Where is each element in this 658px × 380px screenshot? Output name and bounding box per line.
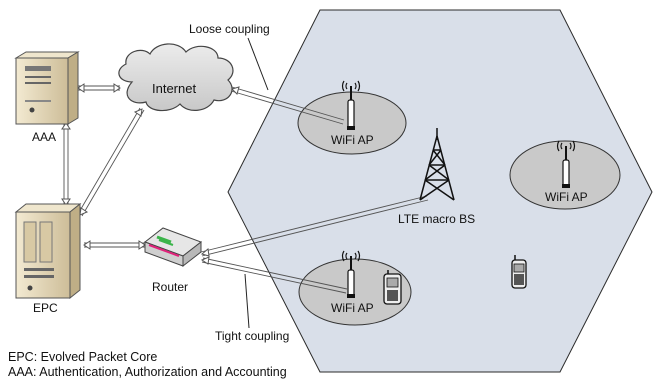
epc-label: EPC	[33, 301, 58, 315]
legend-epc-definition: EPC: Evolved Packet Core	[8, 350, 158, 364]
tight-coupling-label: Tight coupling	[215, 329, 290, 343]
legend-aaa-definition: AAA: Authentication, Authorization and A…	[8, 365, 287, 379]
internet-label: Internet	[152, 81, 197, 96]
wifi-ap-right-label: WiFi AP	[545, 190, 588, 204]
loose-coupling-pointer	[247, 37, 269, 91]
wifi-ap-top-label: WiFi AP	[331, 133, 374, 147]
access-point-icon-right	[556, 140, 576, 188]
connections	[63, 85, 429, 294]
tight-coupling-pointer	[244, 273, 250, 329]
mobile-phone-icon-cell	[511, 255, 527, 289]
loose-coupling-label: Loose coupling	[189, 22, 270, 36]
access-point-icon-top	[341, 80, 361, 130]
mobile-phone-icon-bottom-hotspot	[383, 270, 402, 305]
aaa-server-icon	[14, 51, 80, 125]
wifi-ap-bottom-label: WiFi AP	[331, 301, 374, 315]
access-point-icon-bottom	[341, 250, 361, 298]
cloud-icon	[118, 43, 234, 112]
lte-bs-label: LTE macro BS	[398, 212, 476, 226]
epc-server-icon	[14, 202, 82, 300]
tower-icon	[419, 128, 455, 201]
arrowheads	[61, 83, 240, 265]
aaa-label: AAA	[32, 130, 57, 144]
router-icon	[143, 227, 203, 268]
router-label: Router	[152, 280, 189, 294]
